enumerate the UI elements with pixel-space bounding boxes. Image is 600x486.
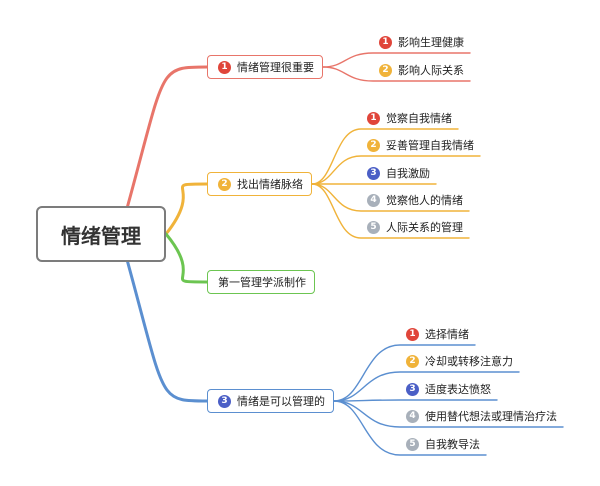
number-badge-icon: 3 (406, 382, 419, 396)
branch-find-emotion-context[interactable]: 2 找出情绪脉络 (207, 172, 312, 196)
leaf-self-motivation[interactable]: 3 自我激励 (365, 164, 430, 182)
branch-label: 情绪管理很重要 (237, 61, 314, 74)
leaf-label: 自我激励 (386, 167, 430, 180)
branch-label: 找出情绪脉络 (237, 178, 303, 191)
leaf-cool-down[interactable]: 2 冷却或转移注意力 (404, 352, 513, 370)
leaf-manage-self-emotion[interactable]: 2 妥善管理自我情绪 (365, 136, 474, 154)
leaf-self-awareness[interactable]: 1 觉察自我情绪 (365, 109, 452, 127)
leaf-manage-relationships[interactable]: 5 人际关系的管理 (365, 218, 463, 236)
leaf-connector (322, 52, 471, 68)
leaf-label: 觉察自我情绪 (386, 112, 452, 125)
leaf-connector (322, 66, 471, 82)
branch-connector (164, 232, 209, 284)
leaf-label: 适度表达愤怒 (425, 383, 491, 396)
leaf-label: 影响生理健康 (398, 36, 464, 49)
leaf-express-anger[interactable]: 3 适度表达愤怒 (404, 380, 491, 398)
leaf-label: 人际关系的管理 (386, 221, 463, 234)
leaf-choose-emotion[interactable]: 1 选择情绪 (404, 325, 469, 343)
leaf-label: 影响人际关系 (398, 64, 464, 77)
number-badge-icon: 4 (367, 193, 380, 207)
number-badge-icon: 1 (367, 111, 380, 125)
branch-connector (164, 182, 209, 236)
number-badge-icon: 1 (379, 35, 392, 49)
leaf-label: 自我教导法 (425, 438, 480, 451)
number-badge-icon: 5 (406, 437, 419, 451)
leaf-label: 妥善管理自我情绪 (386, 139, 474, 152)
number-badge-icon: 2 (367, 138, 380, 152)
branch-credit[interactable]: 第一管理学派制作 (207, 270, 315, 294)
number-badge-icon: 1 (218, 60, 231, 74)
leaf-relationships[interactable]: 2 影响人际关系 (377, 61, 464, 79)
leaf-connector (311, 183, 470, 212)
root-label: 情绪管理 (61, 223, 141, 248)
leaf-aware-others[interactable]: 4 觉察他人的情绪 (365, 191, 463, 209)
leaf-connector (333, 371, 520, 402)
leaf-connector (333, 400, 487, 456)
number-badge-icon: 2 (379, 63, 392, 77)
number-badge-icon: 3 (367, 166, 380, 180)
branch-importance[interactable]: 1 情绪管理很重要 (207, 55, 323, 79)
number-badge-icon: 4 (406, 409, 419, 423)
leaf-connector (333, 344, 476, 402)
leaf-connector (333, 399, 498, 402)
branch-connector (124, 65, 209, 214)
branch-emotion-manageable[interactable]: 3 情绪是可以管理的 (207, 389, 334, 413)
number-badge-icon: 5 (367, 220, 380, 234)
leaf-label: 选择情绪 (425, 328, 469, 341)
leaf-alternative-thinking[interactable]: 4 使用替代想法或理情治疗法 (404, 407, 557, 425)
leaf-connector (311, 155, 481, 185)
branch-label: 第一管理学派制作 (218, 276, 306, 289)
leaf-connector (311, 183, 470, 239)
number-badge-icon: 2 (218, 177, 231, 191)
leaf-connector (333, 400, 564, 428)
branch-connector (124, 254, 209, 403)
leaf-physical-health[interactable]: 1 影响生理健康 (377, 33, 464, 51)
branch-label: 情绪是可以管理的 (237, 395, 325, 408)
leaf-connector (311, 128, 459, 185)
number-badge-icon: 1 (406, 327, 419, 341)
number-badge-icon: 3 (218, 394, 231, 408)
leaf-label: 冷却或转移注意力 (425, 355, 513, 368)
root-node[interactable]: 情绪管理 (36, 206, 166, 262)
leaf-label: 觉察他人的情绪 (386, 194, 463, 207)
leaf-self-instruction[interactable]: 5 自我教导法 (404, 435, 480, 453)
number-badge-icon: 2 (406, 354, 419, 368)
leaf-label: 使用替代想法或理情治疗法 (425, 410, 557, 423)
